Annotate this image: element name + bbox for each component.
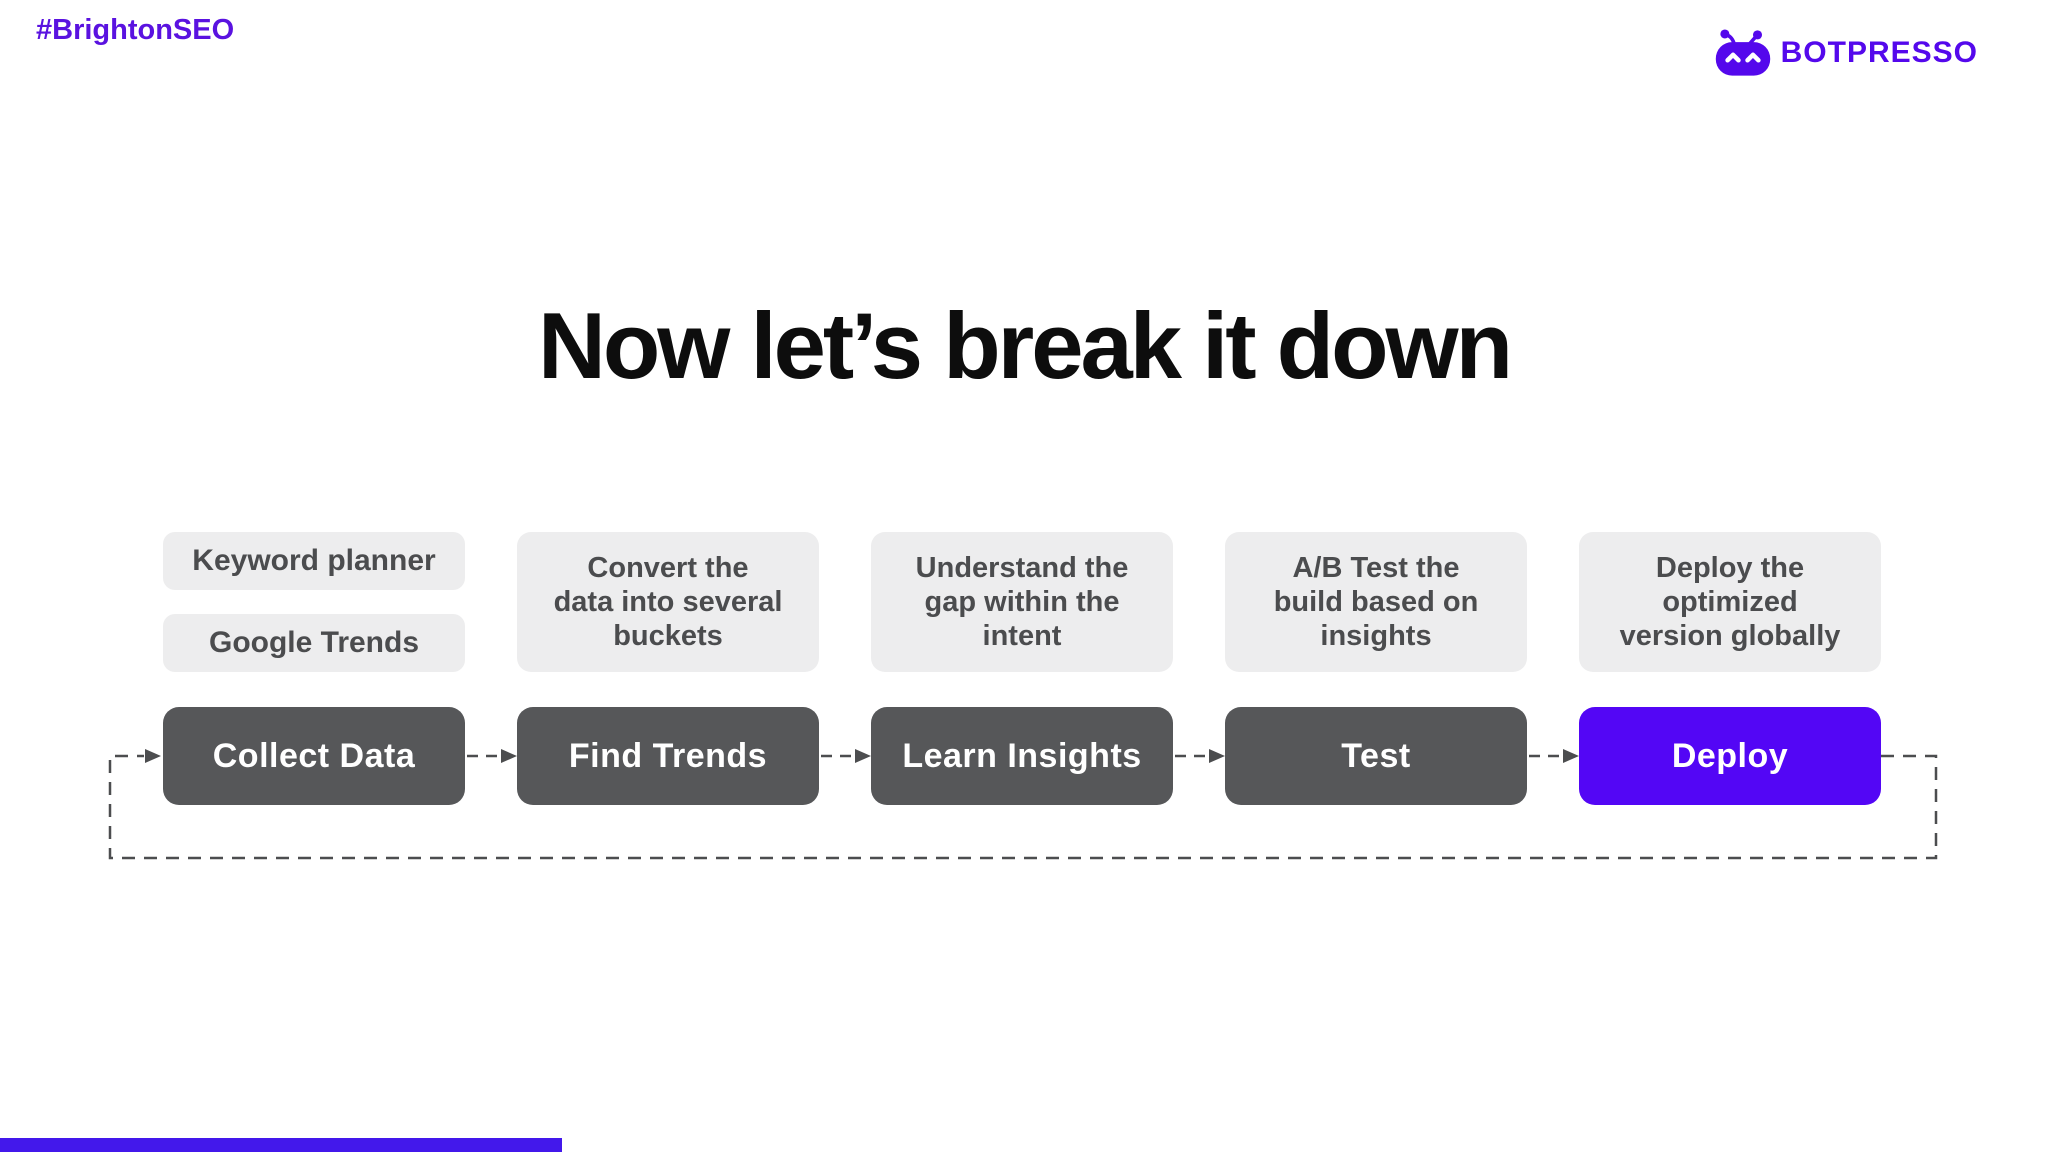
step-box-find-trends: Find Trends [517,707,819,805]
note-line: A/B Test the [1292,552,1460,584]
slide-title: Now let’s break it down [537,293,1513,398]
note-box-test: A/B Test the build based on insights [1225,532,1527,672]
note-line: data into several [553,586,783,618]
step-box-learn-insights: Learn Insights [871,707,1173,805]
note-line: version globally [1619,620,1841,652]
step-box-test: Test [1225,707,1527,805]
tool-chip-google-trends: Google Trends [163,614,465,672]
tool-chip-keyword-planner: Keyword planner [163,532,465,590]
event-hashtag: #BrightonSEO [36,14,235,46]
process-flow: Keyword planner Google Trends Collect Da… [163,532,1881,805]
note-line: optimized [1662,586,1798,618]
step-box-collect-data: Collect Data [163,707,465,805]
note-box-find-trends: Convert the data into several buckets [517,532,819,672]
flow-step-test: A/B Test the build based on insights Tes… [1225,532,1527,805]
robot-icon [1714,28,1772,78]
flow-step-collect-data: Keyword planner Google Trends Collect Da… [163,532,465,805]
tools-group: Keyword planner Google Trends [163,532,465,707]
botpresso-logo: BOTPRESSO [1714,28,1978,78]
video-progress-bar[interactable] [0,1138,562,1152]
note-line: intent [982,620,1062,652]
note-line: gap within the [924,586,1120,618]
note-group: A/B Test the build based on insights [1225,532,1527,707]
note-line: Deploy the [1655,552,1805,584]
note-line: buckets [613,620,723,652]
note-line: Understand the [915,552,1129,584]
note-line: build based on [1273,586,1479,618]
note-box-learn-insights: Understand the gap within the intent [871,532,1173,672]
flow-step-find-trends: Convert the data into several buckets Fi… [517,532,819,805]
feedback-loop-arrowhead [145,749,161,763]
note-group: Deploy the optimized version globally [1579,532,1881,707]
flow-step-learn-insights: Understand the gap within the intent Lea… [871,532,1173,805]
note-line: Convert the [587,552,749,584]
flow-step-deploy: Deploy the optimized version globally De… [1579,532,1881,805]
note-group: Convert the data into several buckets [517,532,819,707]
note-line: insights [1320,620,1432,652]
step-box-deploy: Deploy [1579,707,1881,805]
note-box-deploy: Deploy the optimized version globally [1579,532,1881,672]
brand-name: BOTPRESSO [1780,36,1978,69]
note-group: Understand the gap within the intent [871,532,1173,707]
